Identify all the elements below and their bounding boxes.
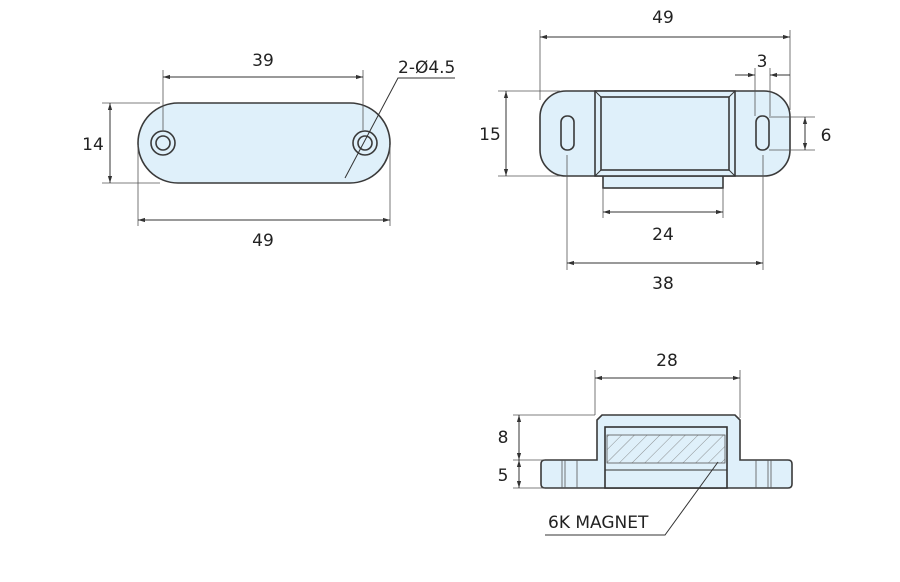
dim-flange-height: 5 — [498, 466, 509, 486]
dim-slot-spacing: 38 — [652, 274, 674, 294]
catch-top-view: 49 3 15 6 24 38 — [479, 8, 831, 294]
dim-width: 14 — [82, 135, 104, 155]
dim-length: 49 — [252, 231, 274, 251]
plate-top-view: 39 49 14 2-Ø4.5 — [82, 51, 455, 251]
magnet-leader — [545, 461, 719, 536]
catch-side-view: 28 8 5 6K MAGNET — [498, 351, 793, 536]
dim-slot-length: 6 — [821, 126, 832, 146]
dim-hole-spacing: 39 — [252, 51, 274, 71]
mounting-hole-left-inner — [155, 135, 171, 151]
hole-leader — [344, 77, 455, 179]
slot-right — [755, 115, 770, 151]
dim-length: 49 — [652, 8, 674, 28]
mounting-hole-right-inner — [357, 135, 373, 151]
dim-base: 24 — [652, 225, 674, 245]
dim-body-width: 28 — [656, 351, 678, 371]
hole-callout: 2-Ø4.5 — [398, 58, 455, 78]
plate-outline — [137, 102, 391, 184]
slot-left — [560, 115, 575, 151]
magnet-label: 6K MAGNET — [548, 513, 649, 533]
dim-slot-width: 3 — [757, 52, 768, 72]
magnet-hatch — [606, 434, 726, 464]
catch-body-inner — [600, 96, 730, 171]
dim-body-height: 8 — [498, 428, 509, 448]
dim-height: 15 — [479, 125, 501, 145]
